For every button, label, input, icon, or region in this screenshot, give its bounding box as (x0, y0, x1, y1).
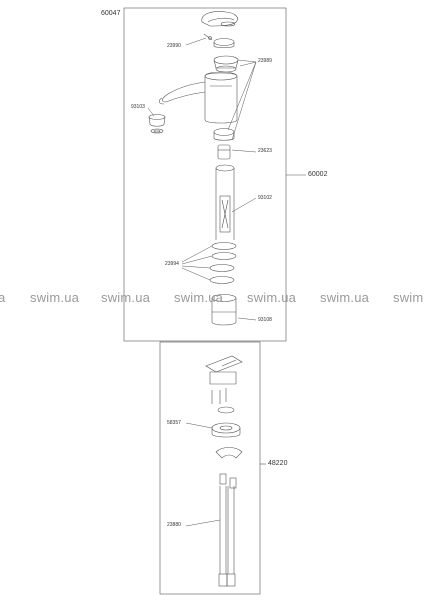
bottom-shank (211, 294, 237, 326)
cap-ring (213, 38, 235, 48)
part-label-23880: 23880 (167, 522, 181, 528)
lever-handle (201, 11, 238, 27)
watermark-text: a (0, 290, 6, 305)
watermark-text: swim (393, 290, 424, 305)
part-label-93102: 93102 (258, 195, 272, 201)
connector-fittings (219, 473, 237, 489)
part-label-93103: 93103 (131, 104, 145, 110)
watermark-text: swim.ua (30, 290, 80, 305)
insert-part (217, 144, 231, 160)
cartridge-cap (213, 55, 239, 73)
mounting-bracket (205, 355, 243, 385)
leader-lines (147, 37, 257, 527)
base-ring (213, 128, 235, 141)
main-assembly-code: 60047 (101, 10, 121, 17)
fixing-screws (211, 388, 227, 404)
lower-group-frame (159, 341, 261, 595)
part-label-23990: 23990 (167, 43, 181, 49)
washer-ring (217, 406, 235, 414)
part-label-23989: 23989 (258, 58, 272, 64)
upper-group-frame (123, 7, 287, 342)
part-label-93108: 93108 (258, 317, 272, 323)
part-label-58357: 58357 (167, 420, 181, 426)
flexible-hoses (218, 486, 236, 587)
watermark-text: swim.ua (101, 290, 151, 305)
part-label-23994: 23994 (165, 261, 179, 267)
horseshoe-clamp (215, 447, 243, 459)
watermark-text: swim.ua (247, 290, 297, 305)
spout-body (158, 71, 238, 124)
screw-part (203, 33, 213, 41)
upper-group-code: 60002 (308, 171, 328, 178)
o-ring-set (209, 242, 237, 284)
fixing-nut (211, 422, 241, 438)
lower-group-code: 48220 (268, 460, 288, 467)
part-label-23623: 23623 (258, 148, 272, 154)
aerator-part (148, 114, 166, 134)
shank-tube (215, 164, 235, 240)
watermark-text: swim.ua (174, 290, 224, 305)
watermark-text: swim.ua (320, 290, 370, 305)
